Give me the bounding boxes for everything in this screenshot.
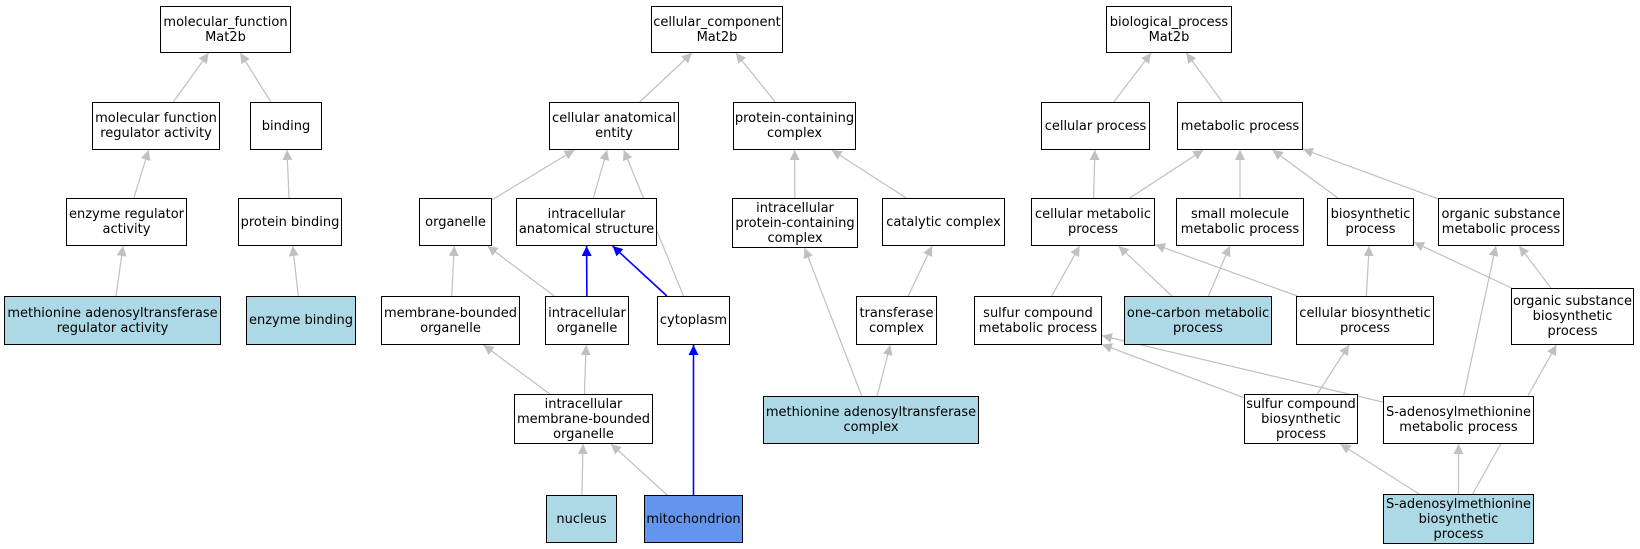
edge-one_carbon-to-cell_metabolic	[1118, 245, 1173, 297]
edge-intra_organelle-to-organelle	[487, 245, 555, 297]
edge-sam_metabolic-to-org_sub_metabolic	[1463, 245, 1499, 397]
node-intracellular-organelle[interactable]: intracellular organelle	[545, 296, 629, 345]
node-s-adenosylmethionine-biosynthetic-process[interactable]: S-adenosylmethionine biosynthetic proces…	[1383, 494, 1534, 544]
edge-sulfur_biosynthetic-to-cell_biosynthetic	[1316, 344, 1350, 395]
edge-binding-to-mf_root	[239, 52, 272, 103]
edge-mat_complex-to-intra_protein_complex	[803, 247, 863, 397]
edge-org_sub_metabolic-to-metabolic_process	[1302, 147, 1439, 200]
node-mitochondrion[interactable]: mitochondrion	[644, 495, 743, 543]
edge-metabolic_process-to-bp_root	[1185, 52, 1223, 103]
node-nucleus[interactable]: nucleus	[546, 495, 617, 543]
node-catalytic-complex[interactable]: catalytic complex	[882, 198, 1005, 246]
node-cellular-component[interactable]: cellular_component Mat2b	[651, 6, 783, 53]
edge-mf_reg_act-to-mf_root	[172, 52, 210, 103]
node-cellular-metabolic-process[interactable]: cellular metabolic process	[1031, 198, 1155, 246]
edge-mitochondrion-to-intra_membrane_organelle	[610, 443, 668, 496]
node-biological-process[interactable]: biological_process Mat2b	[1106, 6, 1232, 53]
node-one-carbon-metabolic-process[interactable]: one-carbon metabolic process	[1124, 296, 1272, 345]
edge-organelle-to-cell_anat_entity	[491, 149, 575, 201]
node-organic-substance-metabolic-process[interactable]: organic substance metabolic process	[1438, 198, 1564, 246]
node-s-adenosylmethionine-metabolic-process[interactable]: S-adenosylmethionine metabolic process	[1383, 396, 1534, 444]
edge-cell_biosynthetic-to-biosynthetic	[1363, 245, 1374, 297]
edge-membrane_organelle-to-organelle	[448, 245, 459, 297]
edge-enzyme_reg_act-to-mf_reg_act	[133, 149, 151, 199]
node-sulfur-compound-biosynthetic-process[interactable]: sulfur compound biosynthetic process	[1244, 394, 1358, 444]
edge-cellular_process-to-bp_root	[1113, 52, 1152, 103]
edge-cytoplasm-to-intra_anat_struct	[612, 245, 668, 297]
node-cellular-process[interactable]: cellular process	[1041, 102, 1150, 150]
edge-transferase_complex-to-catalytic_complex	[907, 245, 933, 297]
node-organelle[interactable]: organelle	[419, 198, 492, 246]
node-molecular-function-regulator-activity[interactable]: molecular function regulator activity	[92, 102, 220, 150]
node-intracellular-anatomical-structure[interactable]: intracellular anatomical structure	[516, 198, 657, 246]
edge-cell_metabolic-to-cellular_process	[1089, 149, 1100, 199]
node-intracellular-protein-containing-complex[interactable]: intracellular protein-containing complex	[732, 198, 858, 248]
edge-mat_reg_act-to-enzyme_reg_act	[115, 245, 127, 297]
edge-cell_metabolic-to-metabolic_process	[1129, 149, 1204, 199]
node-enzyme-binding[interactable]: enzyme binding	[246, 296, 356, 345]
edge-protein_binding-to-binding	[282, 149, 293, 199]
node-transferase-complex[interactable]: transferase complex	[856, 296, 937, 345]
edge-protein_complex-to-cc_root	[735, 52, 776, 103]
node-protein-containing-complex[interactable]: protein-containing complex	[733, 102, 856, 150]
edge-enzyme_binding-to-protein_binding	[288, 245, 299, 297]
edge-org_sub_biosynthetic-to-biosynthetic	[1413, 241, 1512, 289]
node-cellular-biosynthetic-process[interactable]: cellular biosynthetic process	[1296, 296, 1434, 345]
node-methionine-adenosyltransferase-complex[interactable]: methionine adenosyltransferase complex	[763, 396, 979, 444]
node-protein-binding[interactable]: protein binding	[238, 198, 342, 246]
node-cellular-anatomical-entity[interactable]: cellular anatomical entity	[549, 102, 679, 150]
node-methionine-adenosyltransferase-regulator-activity[interactable]: methionine adenosyltransferase regulator…	[4, 296, 221, 345]
node-cytoplasm[interactable]: cytoplasm	[657, 296, 730, 345]
edge-org_sub_biosynthetic-to-org_sub_metabolic	[1518, 245, 1552, 289]
edge-mat_complex-to-transferase_complex	[876, 344, 893, 397]
edge-catalytic_complex-to-protein_complex	[831, 149, 907, 199]
node-molecular-function[interactable]: molecular_function Mat2b	[160, 6, 291, 53]
edge-biosynthetic-to-metabolic_process	[1272, 149, 1339, 199]
node-sulfur-compound-metabolic-process[interactable]: sulfur compound metabolic process	[974, 296, 1102, 345]
node-binding[interactable]: binding	[250, 102, 322, 150]
edge-sam_biosynthetic-to-sulfur_biosynthetic	[1340, 443, 1420, 495]
node-intracellular-membrane-bounded-organelle[interactable]: intracellular membrane-bounded organelle	[514, 394, 653, 444]
edge-intra_membrane_organelle-to-intra_organelle	[580, 344, 591, 395]
edge-intra_membrane_organelle-to-membrane_organelle	[483, 344, 551, 395]
edge-cell_anat_entity-to-cc_root	[639, 52, 693, 103]
node-small-molecule-metabolic-process[interactable]: small molecule metabolic process	[1176, 198, 1304, 246]
edge-sulfur_biosynthetic-to-sulfur_metabolic	[1101, 343, 1245, 399]
edge-intra_anat_struct-to-cell_anat_entity	[592, 149, 610, 199]
node-metabolic-process[interactable]: metabolic process	[1177, 102, 1303, 150]
edge-cell_biosynthetic-to-cell_metabolic	[1154, 243, 1298, 297]
node-enzyme-regulator-activity[interactable]: enzyme regulator activity	[66, 198, 187, 246]
node-organic-substance-biosynthetic-process[interactable]: organic substance biosynthetic process	[1511, 288, 1634, 345]
node-biosynthetic-process[interactable]: biosynthetic process	[1327, 198, 1414, 246]
node-membrane-bounded-organelle[interactable]: membrane-bounded organelle	[381, 296, 520, 345]
edge-nucleus-to-intra_membrane_organelle	[577, 443, 588, 496]
edge-sulfur_metabolic-to-cell_metabolic	[1051, 245, 1081, 297]
edge-one_carbon-to-small_mol_metabolic	[1207, 245, 1231, 297]
edge-sam_metabolic-to-sulfur_metabolic	[1101, 333, 1384, 403]
